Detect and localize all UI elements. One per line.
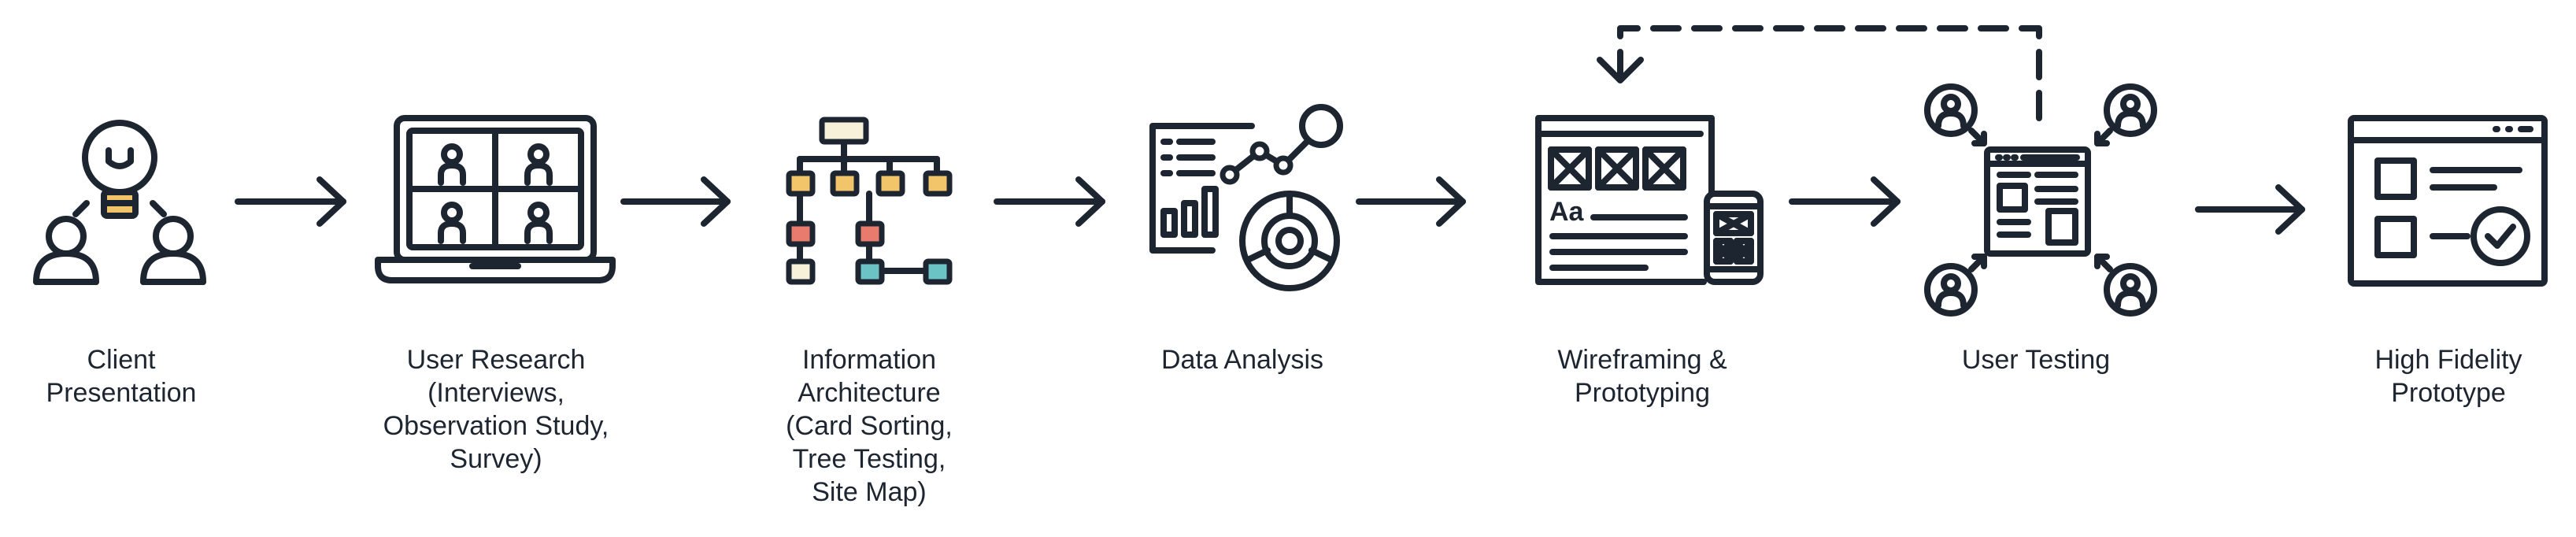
step-label-user-testing: User Testing bbox=[1961, 345, 2111, 375]
svg-text:Aa: Aa bbox=[1549, 197, 1585, 227]
arrow-6 bbox=[2195, 184, 2305, 235]
data-analysis-icon bbox=[1149, 104, 1343, 291]
step-label-high-fidelity-prototype: High Fidelity Prototype bbox=[2374, 345, 2522, 408]
wireframing-prototyping-icon: Aa bbox=[1535, 115, 1764, 285]
arrow-1 bbox=[235, 176, 346, 227]
feedback-loop-arrow bbox=[1597, 25, 2042, 121]
client-presentation-icon bbox=[33, 120, 206, 285]
arrow-3 bbox=[994, 176, 1105, 227]
high-fidelity-prototype-icon bbox=[2348, 115, 2548, 287]
step-label-wireframing-prototyping: Wireframing & Prototyping bbox=[1557, 345, 1727, 408]
arrow-5 bbox=[1789, 176, 1901, 227]
step-label-information-architecture: Information Architecture (Card Sorting, … bbox=[786, 345, 953, 507]
information-architecture-icon bbox=[786, 117, 953, 285]
arrow-4 bbox=[1356, 176, 1466, 227]
user-research-laptop-icon bbox=[375, 115, 616, 283]
step-label-user-research: User Research (Interviews, Observation S… bbox=[383, 345, 609, 474]
step-label-data-analysis: Data Analysis bbox=[1161, 345, 1323, 375]
user-testing-icon bbox=[1924, 83, 2157, 317]
arrow-2 bbox=[620, 176, 731, 227]
step-label-client-presentation: Client Presentation bbox=[46, 345, 197, 408]
